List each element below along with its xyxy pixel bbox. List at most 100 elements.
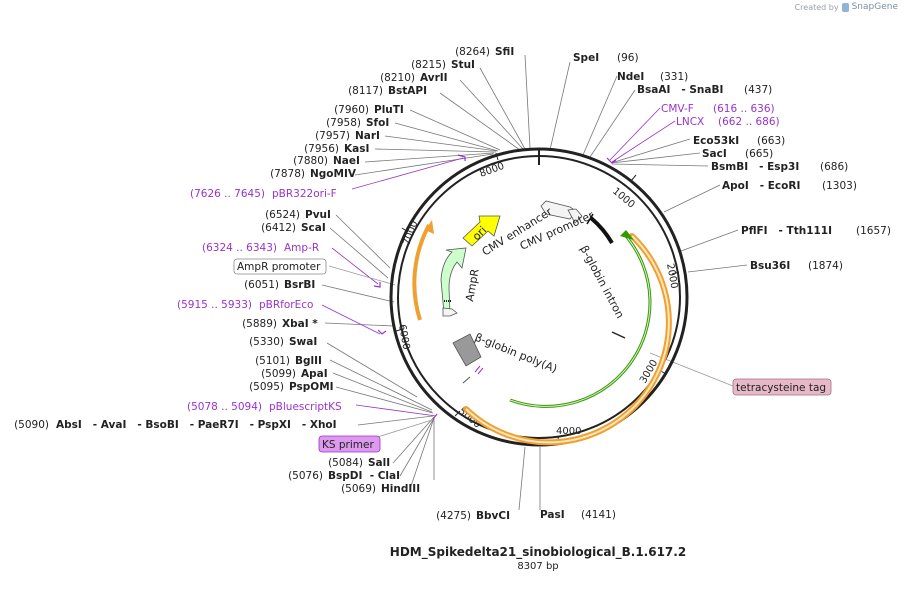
site-pos-scai: (6412) — [261, 222, 296, 234]
site-pos-esp3i: (686) — [820, 161, 848, 173]
bglobin-intron-start — [586, 213, 594, 225]
primer-name-pbrforeco: pBRforEco — [259, 299, 313, 311]
backbone-inner — [397, 155, 681, 439]
site-name-pvui: PvuI — [305, 209, 331, 221]
site-pos-bbvci: (4275) — [436, 510, 471, 522]
tetracysteine-tag-box — [732, 378, 832, 396]
ampr-promoter-feature — [442, 307, 458, 317]
site-pos-stui: (8215) — [411, 59, 446, 71]
polya-primer-mark-2 — [477, 367, 484, 375]
site-pos-pspomi: (5095) — [249, 381, 284, 393]
credit-brand: SnapGene — [851, 2, 898, 12]
site-pos-saci: (665) — [745, 148, 773, 160]
primer-range-lncx: (662 .. 686) — [718, 116, 780, 128]
snapgene-logo-icon — [841, 2, 849, 12]
site-name-eco53ki: Eco53kI — [693, 135, 739, 147]
site-name-sfii: SfiI — [495, 46, 514, 58]
site-name-stui: StuI — [451, 59, 475, 71]
primer-name-cmvf: CMV-F — [661, 103, 694, 115]
site-name-kasi: KasI — [344, 143, 369, 155]
site-name-saci: SacI — [702, 148, 727, 160]
credit-prefix: Created by — [794, 2, 839, 12]
green-arc-feature — [509, 235, 652, 408]
site-leader-lines — [321, 54, 748, 511]
site-name-pluti: PluTI — [374, 104, 404, 116]
site-pos-sfoi: (7958) — [326, 117, 361, 129]
primer-range-pbr322ori: (7626 .. 7645) — [190, 188, 265, 200]
site-pos-ndei: (331) — [660, 71, 688, 83]
snapgene-credit: Created by SnapGene — [795, 2, 898, 12]
site-pos-ecori: (1303) — [822, 180, 857, 192]
site-name-ecori: ApoI - EcoRI — [722, 180, 800, 192]
ruler-6000: 6000 — [396, 324, 411, 351]
primer-range-pbrforeco: (5915 .. 5933) — [177, 299, 252, 311]
site-name-esp3i: BsmBI - Esp3I — [711, 161, 799, 173]
primer-range-ampr: (6324 .. 6343) — [202, 242, 277, 254]
bglobin-intron-label: β-globin intron — [577, 243, 626, 320]
ks-primer-label: KS primer — [322, 439, 374, 451]
site-name-bsrbi: BsrBI — [284, 279, 315, 291]
map-length: 8307 bp — [517, 561, 558, 572]
site-name-avrii: AvrII — [420, 72, 448, 84]
site-name-pspomi: PspOMI — [289, 381, 334, 393]
site-name-xhoi-group: AbsI - AvaI - BsoBI - PaeR7I - PspXI - X… — [56, 419, 337, 431]
site-pos-pasi: (4141) — [581, 509, 616, 521]
ruler-7000: 7000 — [401, 219, 420, 247]
site-pos-spei: (96) — [617, 52, 639, 64]
site-pos-naei: (7880) — [293, 155, 328, 167]
primer-name-pbr322ori: pBR322ori-F — [272, 188, 337, 200]
site-name-spei: SpeI — [573, 52, 599, 64]
map-title: HDM_Spikedelta21_sinobiological_B.1.617.… — [390, 545, 686, 560]
ampr-promoter-label: AmpR promoter — [237, 261, 321, 273]
site-pos-tth111i: (1657) — [856, 225, 891, 237]
site-pos-nari: (7957) — [315, 130, 350, 142]
ruler-8000: 8000 — [478, 161, 506, 180]
ampr-label: AmpR — [463, 268, 482, 303]
site-pos-sfii: (8264) — [455, 46, 490, 58]
site-pos-kasi: (7956) — [304, 143, 339, 155]
site-pos-xbai: (5889) — [242, 318, 277, 330]
site-name-snabi: BsaAI - SnaBI — [637, 84, 723, 96]
orf-arc-spike-inner — [465, 235, 670, 444]
site-pos-swai: (5330) — [249, 336, 284, 348]
bglobin-polya-feature — [452, 333, 482, 367]
primer-marks — [373, 154, 617, 420]
site-pos-sali: (5084) — [328, 457, 363, 469]
site-pos-eco53ki: (663) — [757, 135, 785, 147]
site-name-bstapi: BstAPI — [388, 85, 427, 97]
ori-feature — [462, 215, 501, 247]
site-pos-snabi: (437) — [744, 84, 772, 96]
site-name-bbvci: BbvCI — [476, 510, 510, 522]
primer-range-pbluescriptks: (5078 .. 5094) — [187, 401, 262, 413]
green-arc-arrowhead — [620, 230, 634, 240]
ruler-4000: 4000 — [556, 426, 581, 437]
orf-arc-left — [412, 224, 431, 321]
ampr-promoter-box — [233, 258, 327, 275]
primer-name-pbluescriptks: pBluescriptKS — [269, 401, 342, 413]
site-name-nari: NarI — [355, 130, 380, 142]
site-name-swai: SwaI — [289, 336, 317, 348]
primer-range-cmvf: (616 .. 636) — [713, 103, 775, 115]
site-pos-xhoi-group: (5090) — [14, 419, 49, 431]
site-name-pasi: PasI — [540, 509, 565, 521]
ruler-2000: 2000 — [664, 263, 679, 290]
site-pos-bsrbi: (6051) — [244, 279, 279, 291]
site-name-hindiii: HindIII — [381, 483, 420, 495]
small-feature-line — [462, 376, 471, 384]
backbone-outer — [389, 147, 689, 447]
site-pos-ngomiv: (7878) — [270, 168, 305, 180]
site-name-sfoi: SfoI — [366, 117, 389, 129]
site-name-scai: ScaI — [301, 222, 326, 234]
site-pos-pluti: (7960) — [334, 104, 369, 116]
bglobin-intron-feature — [589, 216, 614, 245]
site-pos-avrii: (8210) — [380, 72, 415, 84]
site-pos-pvui: (6524) — [265, 209, 300, 221]
site-name-bsu36i: Bsu36I — [750, 260, 790, 272]
polya-primer-mark — [474, 365, 481, 373]
site-name-clai: BspDI - ClaI — [328, 470, 400, 482]
green-arc-inner — [509, 235, 651, 407]
site-pos-bstapi: (8117) — [348, 85, 383, 97]
site-pos-clai: (5076) — [288, 470, 323, 482]
site-name-ngomiv: NgoMIV — [310, 168, 357, 180]
